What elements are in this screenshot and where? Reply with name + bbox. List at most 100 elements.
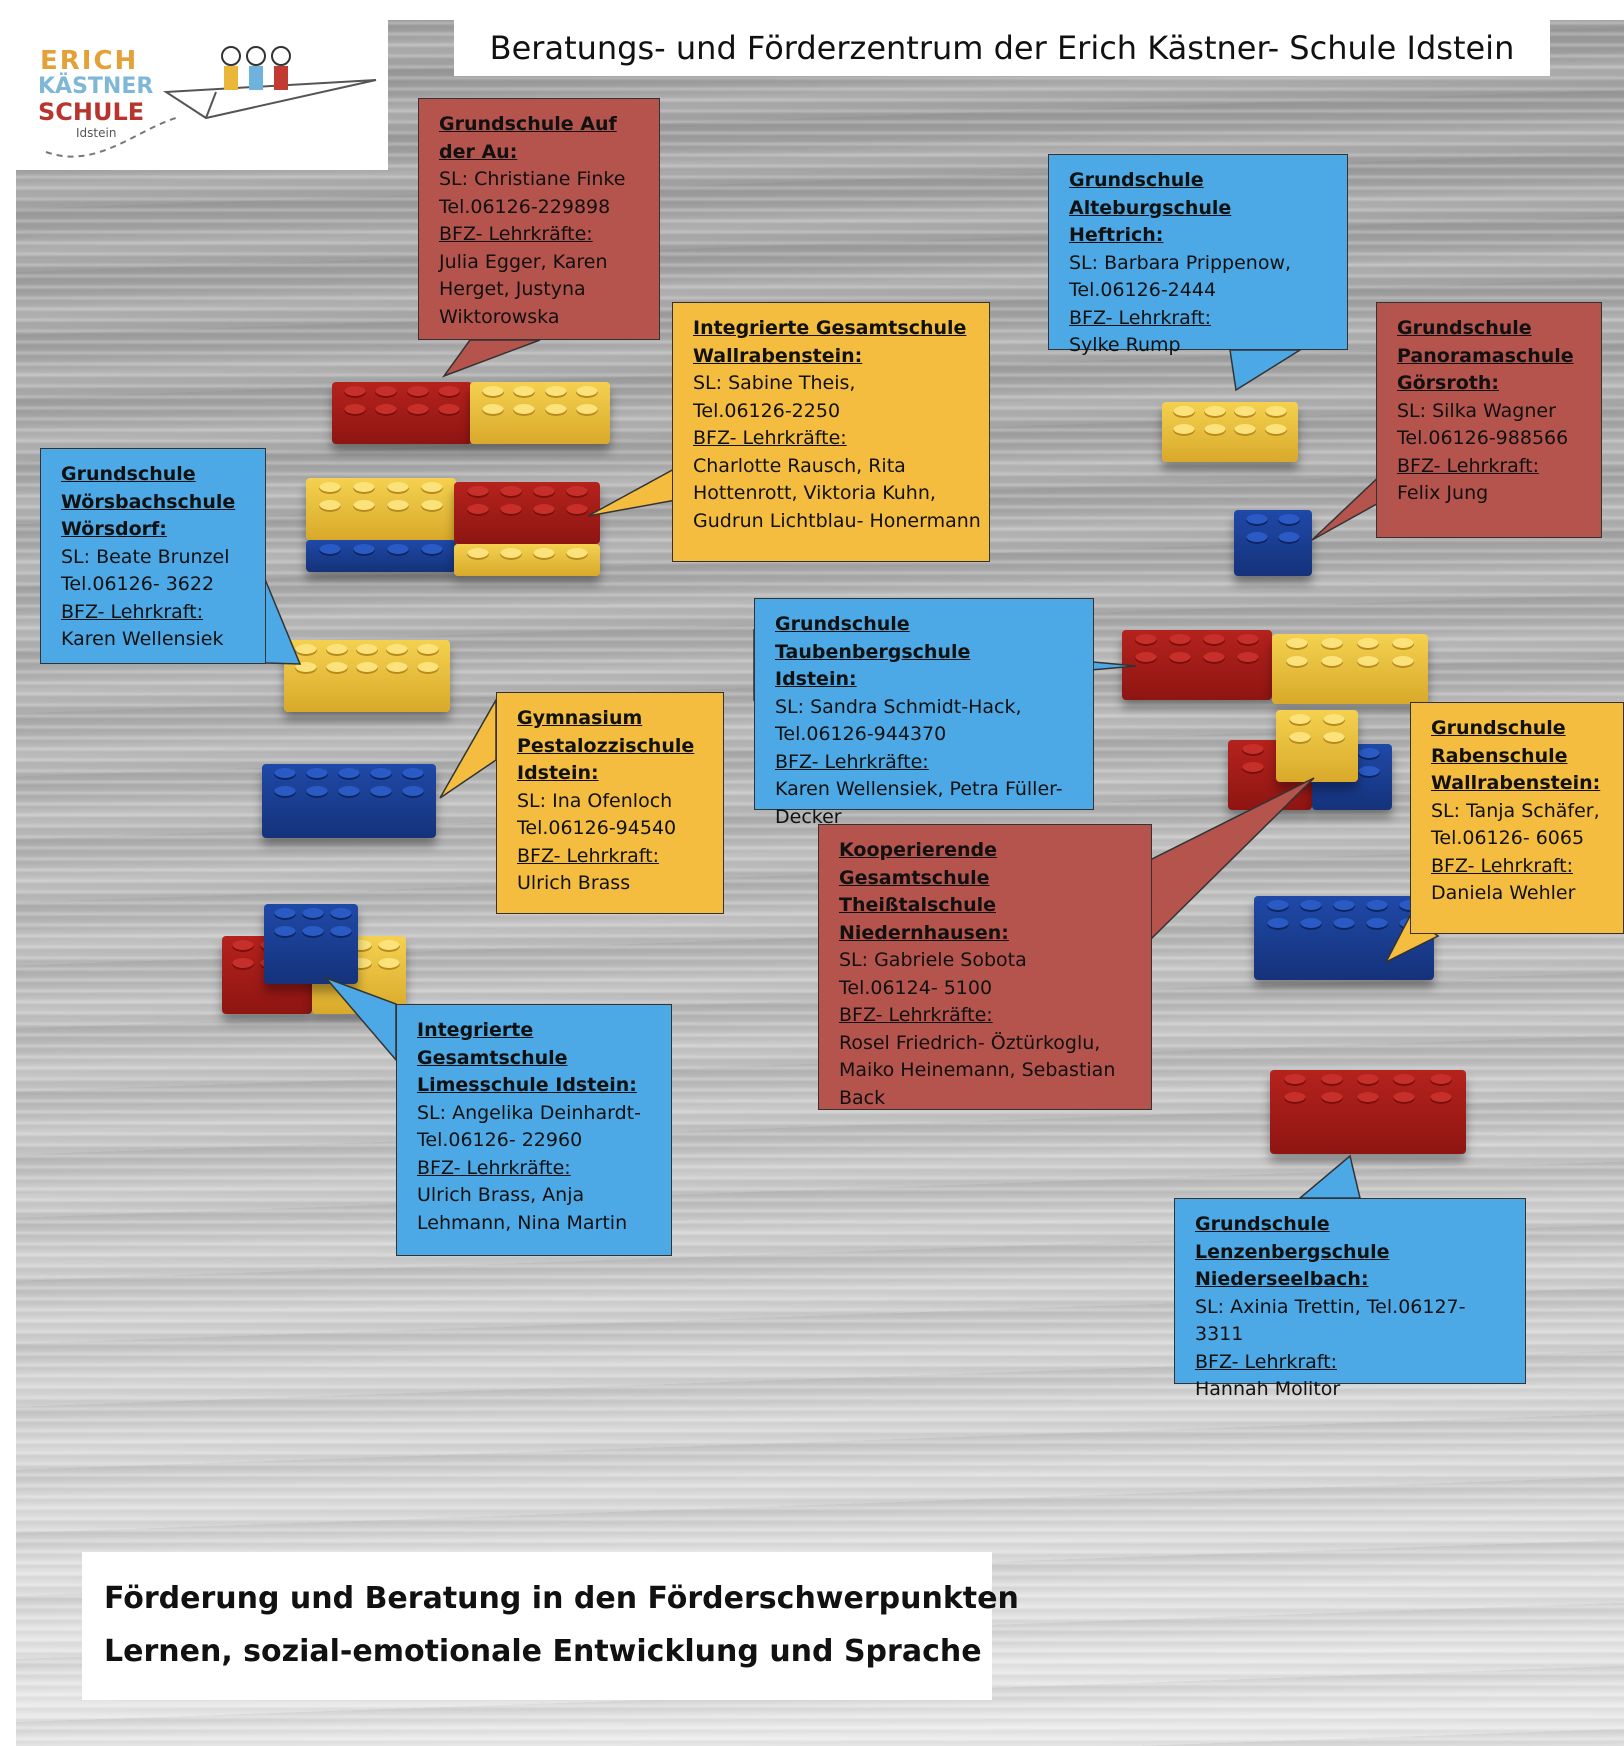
brick-stud <box>1323 732 1345 744</box>
card-bfz-label: BFZ- Lehrkraft: <box>1431 854 1573 877</box>
brick-stud <box>1299 900 1322 912</box>
card-teachers: Wiktorowska <box>439 305 560 328</box>
card-teachers: Julia Egger, Karen <box>439 250 608 273</box>
card-sl: SL: Ina Ofenloch <box>517 789 673 812</box>
brick-stud <box>1278 514 1300 526</box>
card-taubenbergschule-idstein: Grundschule Taubenbergschule Idstein: SL… <box>754 598 1094 828</box>
brick-stud <box>1241 762 1264 774</box>
brick-stud <box>1356 1092 1379 1104</box>
brick-stud <box>544 404 567 416</box>
brick-stud <box>406 386 429 398</box>
brick-stud <box>378 958 400 970</box>
card-bfz-label: BFZ- Lehrkraft: <box>1195 1350 1337 1373</box>
card-bfz-label: BFZ- Lehrkräfte: <box>439 223 593 245</box>
brick-stud <box>338 786 360 798</box>
card-tel: Tel.06126-944370 <box>775 723 947 745</box>
card-title: Rabenschule <box>1431 744 1568 767</box>
brick-stud <box>1246 532 1268 544</box>
brick-stud <box>1135 652 1157 664</box>
card-teachers: Gudrun Lichtblau- Honermann <box>693 509 981 532</box>
brick-stud <box>421 544 443 556</box>
card-bfz-label: BFZ- Lehrkraft: <box>1069 306 1211 329</box>
card-teachers: Rosel Friedrich- Öztürkoglu, <box>839 1031 1101 1054</box>
brick-stud <box>1203 652 1225 664</box>
paper-plane-children-icon <box>45 46 377 158</box>
card-title: Idstein: <box>775 668 857 690</box>
card-tel: Tel.06126- 22960 <box>417 1129 583 1151</box>
brick-stud <box>319 482 341 494</box>
brick-stud <box>1366 918 1389 930</box>
brick-studs <box>332 386 472 416</box>
brick-stud <box>1299 918 1322 930</box>
card-tel: Tel.06126-2250 <box>693 399 841 422</box>
card-rabenschule-wallrabenstein: Grundschule Rabenschule Wallrabenstein: … <box>1410 702 1624 934</box>
brick-stud <box>421 500 443 512</box>
card-title: Grundschule Auf <box>439 113 617 135</box>
lego-brick-blue <box>262 764 436 838</box>
card-grundschule-auf-der-au: Grundschule Auf der Au: SL: Christiane F… <box>418 98 660 340</box>
brick-stud <box>1357 748 1380 760</box>
brick-stud <box>306 768 328 780</box>
card-teachers: Herget, Justyna <box>439 278 586 300</box>
card-title: Idstein: <box>517 762 599 784</box>
footer-line-1: Förderung und Beratung in den Förderschw… <box>104 1581 1019 1616</box>
brick-stud <box>325 644 348 656</box>
brick-stud <box>565 504 588 516</box>
brick-stud <box>1321 638 1344 650</box>
brick-stud <box>1321 656 1344 668</box>
card-teachers: Charlotte Rausch, Rita <box>693 454 906 477</box>
card-bfz-label: BFZ- Lehrkraft: <box>1397 454 1539 477</box>
brick-stud <box>438 386 461 398</box>
brick-stud <box>402 768 424 780</box>
brick-stud <box>416 662 439 674</box>
brick-stud <box>1320 1074 1343 1086</box>
brick-stud <box>274 908 296 920</box>
brick-studs <box>1234 514 1312 544</box>
card-teachers: Hottenrott, Viktoria Kuhn, <box>693 482 936 504</box>
brick-stud <box>387 500 409 512</box>
brick-stud <box>1429 1074 1452 1086</box>
brick-studs <box>284 644 450 674</box>
brick-stud <box>532 548 555 560</box>
brick-stud <box>1357 766 1380 778</box>
brick-stud <box>421 482 443 494</box>
card-title: Kooperierende Gesamtschule <box>839 839 998 889</box>
brick-studs <box>1276 714 1358 744</box>
brick-studs <box>306 482 456 512</box>
card-sl: SL: Sabine Theis, <box>693 372 856 394</box>
card-title: Niedernhausen: <box>839 921 1009 944</box>
card-pestalozzischule-idstein: Gymnasium Pestalozzischule Idstein: SL: … <box>496 692 724 914</box>
brick-stud <box>576 404 599 416</box>
lego-brick-yellow <box>454 544 600 576</box>
brick-stud <box>232 940 254 952</box>
brick-stud <box>1393 1074 1416 1086</box>
card-title: Niederseelbach: <box>1195 1268 1369 1290</box>
brick-stud <box>355 662 378 674</box>
lego-brick-yellow <box>306 478 456 540</box>
card-sl: SL: Gabriele Sobota <box>839 949 1027 971</box>
card-title: Limesschule Idstein: <box>417 1074 637 1096</box>
brick-stud <box>1429 1092 1452 1104</box>
brick-stud <box>1285 638 1308 650</box>
brick-stud <box>576 386 599 398</box>
brick-studs <box>470 386 610 416</box>
card-teachers: Sylke Rump <box>1069 334 1181 356</box>
brick-stud <box>375 404 398 416</box>
brick-stud <box>1203 634 1225 646</box>
brick-stud <box>1289 714 1311 726</box>
card-tel: Tel.06126-988566 <box>1397 427 1569 449</box>
brick-stud <box>406 404 429 416</box>
card-title: Panoramaschule <box>1397 344 1574 367</box>
brick-stud <box>302 908 324 920</box>
card-sl: SL: Axinia Trettin, Tel.06127- <box>1195 1295 1466 1318</box>
brick-stud <box>544 386 567 398</box>
brick-stud <box>370 786 392 798</box>
logo-text-kaestner: KÄSTNER <box>38 74 154 99</box>
brick-stud <box>1234 406 1257 418</box>
brick-stud <box>1237 634 1259 646</box>
brick-stud <box>1392 656 1415 668</box>
brick-stud <box>355 644 378 656</box>
brick-stud <box>1203 406 1226 418</box>
lego-brick-blue <box>264 904 358 984</box>
brick-stud <box>295 644 318 656</box>
